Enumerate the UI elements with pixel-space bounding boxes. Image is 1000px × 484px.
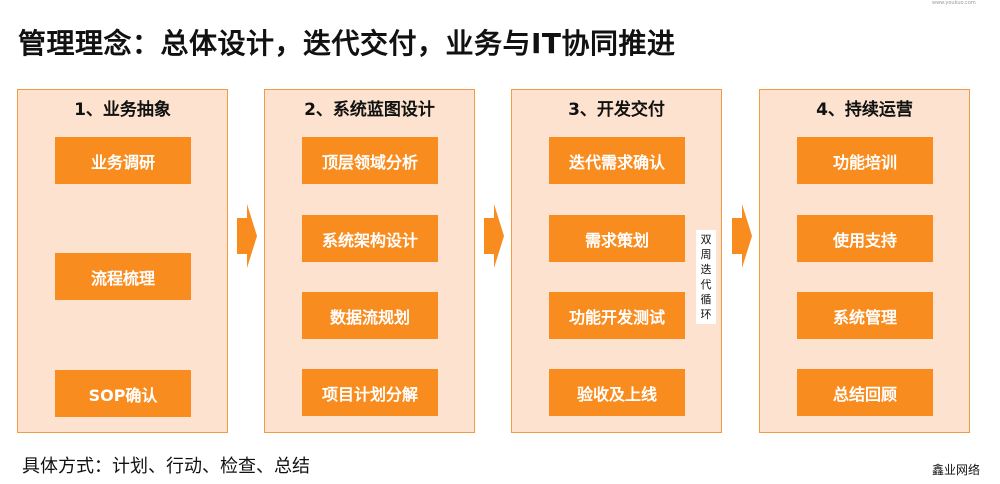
watermark-bottom: 鑫业网络 bbox=[932, 463, 981, 477]
step-dataflow-planning: 数据流规划 bbox=[302, 292, 438, 339]
step-project-plan: 项目计划分解 bbox=[302, 369, 438, 416]
footer-methods: 具体方式：计划、行动、检查、总结 bbox=[22, 456, 310, 477]
flow-arrow-icon bbox=[732, 204, 752, 268]
step-system-management: 系统管理 bbox=[797, 292, 933, 339]
step-acceptance-release: 验收及上线 bbox=[549, 369, 685, 416]
step-iteration-requirements: 迭代需求确认 bbox=[549, 137, 685, 184]
step-review: 总结回顾 bbox=[797, 369, 933, 416]
step-process-review: 流程梳理 bbox=[55, 253, 191, 300]
step-requirement-planning: 需求策划 bbox=[549, 215, 685, 262]
column-title: 1、业务抽象 bbox=[74, 100, 171, 120]
column-title: 3、开发交付 bbox=[568, 100, 665, 120]
watermark-top: www.youkuo.com bbox=[932, 0, 976, 6]
step-sop-confirm: SOP确认 bbox=[55, 370, 191, 417]
step-architecture-design: 系统架构设计 bbox=[302, 215, 438, 262]
column-title: 2、系统蓝图设计 bbox=[304, 100, 435, 120]
loop-label: 双周迭代循环 bbox=[696, 230, 716, 324]
step-dev-test: 功能开发测试 bbox=[549, 292, 685, 339]
step-training: 功能培训 bbox=[797, 137, 933, 184]
flow-arrow-icon bbox=[484, 204, 504, 268]
step-business-research: 业务调研 bbox=[55, 137, 191, 184]
flow-arrow-icon bbox=[237, 204, 257, 268]
step-domain-analysis: 顶层领域分析 bbox=[302, 137, 438, 184]
column-title: 4、持续运营 bbox=[816, 100, 913, 120]
page-title: 管理理念：总体设计，迭代交付，业务与IT协同推进 bbox=[18, 27, 676, 60]
step-support: 使用支持 bbox=[797, 215, 933, 262]
